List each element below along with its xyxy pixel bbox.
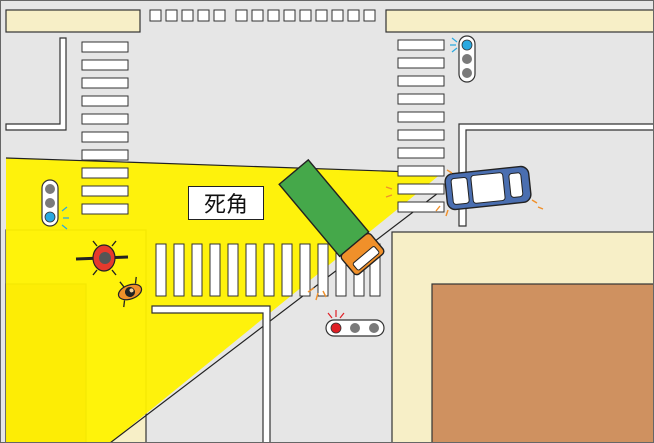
pedestrian-icon <box>117 276 143 308</box>
blind-spot-label-text: 死角 <box>203 193 248 218</box>
bicycle-icon <box>75 240 129 276</box>
truck-blinker-rear <box>385 186 393 198</box>
building-bottom-right <box>431 283 654 443</box>
truck-blinker <box>307 287 327 301</box>
sidewalk-top-right <box>385 9 654 33</box>
car-blinker <box>435 169 544 217</box>
traffic-signal-icon-top-right <box>450 35 476 83</box>
lane-line-right <box>458 123 654 227</box>
sight-line-upper <box>5 157 443 174</box>
sight-line-lower <box>109 189 443 443</box>
lane-line-left <box>5 37 67 131</box>
traffic-signal-icon-left <box>41 179 69 230</box>
crosswalk-right <box>397 39 445 213</box>
lane-line-bottom <box>151 305 271 443</box>
crosswalk-top <box>149 9 376 22</box>
blind-spot-label: 死角 <box>188 186 264 220</box>
sidewalk-top-left <box>5 9 141 33</box>
crosswalk-left <box>81 41 129 215</box>
car-icon <box>444 165 532 211</box>
truck-icon <box>278 158 385 276</box>
traffic-signal-icon-bottom <box>325 310 385 337</box>
lane-lines <box>5 37 654 443</box>
truck-cab <box>340 232 385 276</box>
